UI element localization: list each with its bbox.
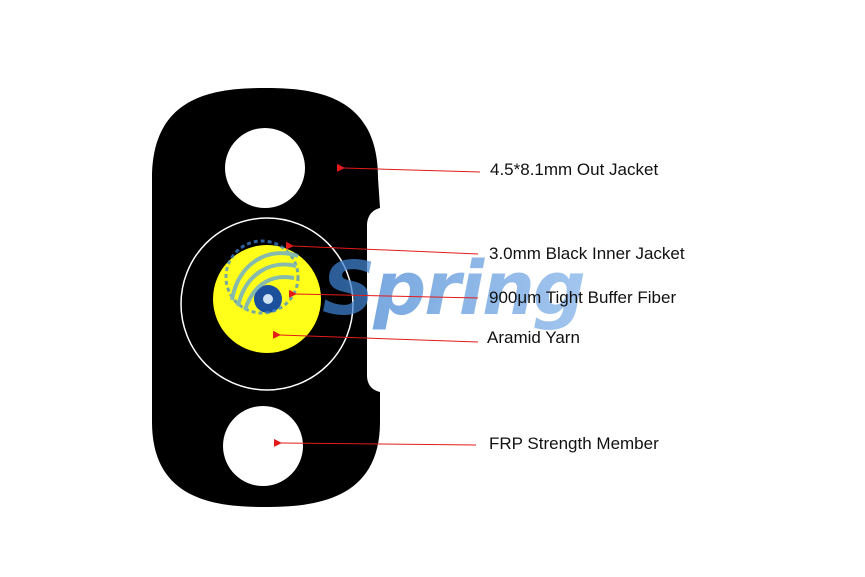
spring-watermark-text: Spring [322, 246, 584, 332]
frp-strength-member-bottom [223, 406, 303, 486]
leader-line-out-jacket [336, 163, 481, 173]
spring-logo-icon [224, 239, 300, 315]
label-inner-jacket: 3.0mm Black Inner Jacket [489, 244, 685, 263]
leader-line-aramid [272, 330, 479, 343]
label-aramid: Aramid Yarn [487, 328, 580, 347]
spring-watermark: Spring [224, 239, 586, 332]
leader-line-inner-jacket [285, 241, 479, 255]
frp-strength-member-top [225, 128, 305, 208]
leader-line-frp [273, 438, 477, 447]
label-out-jacket: 4.5*8.1mm Out Jacket [490, 160, 658, 179]
leader-line-tight-buffer [288, 289, 479, 299]
label-frp: FRP Strength Member [489, 434, 659, 453]
fiber-core [263, 294, 273, 304]
label-tight-buffer: 900μm Tight Buffer Fiber [489, 288, 676, 307]
